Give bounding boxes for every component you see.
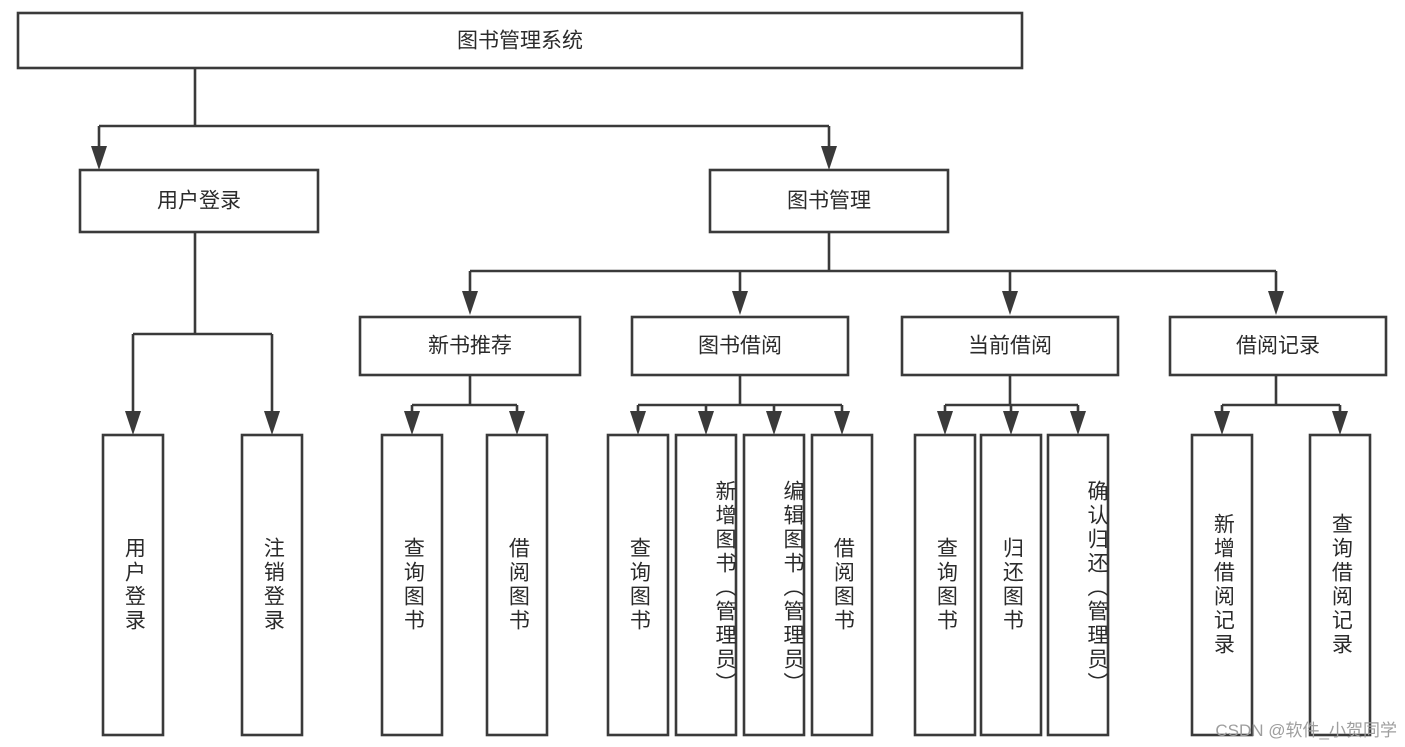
arrow-head-leaf-book-borrow-3 (766, 411, 782, 435)
node-current-borrow[interactable] (900, 315, 1120, 377)
leaf-box-book-borrow-3[interactable] (742, 433, 806, 737)
leaf-box-current-borrow-1[interactable] (913, 433, 977, 737)
connector-group-root (91, 68, 837, 170)
arrow-head-current-borrow (1002, 291, 1018, 315)
node-book-borrow-label: 图书借阅 (698, 335, 782, 358)
arrow-head-leaf-current-borrow-1 (937, 411, 953, 435)
arrow-head-leaf-book-borrow-1 (630, 411, 646, 435)
arrow-head-leaf-user-login-1 (125, 411, 141, 435)
leaf-box-current-borrow-3[interactable] (1046, 433, 1110, 737)
leaf-box-user-login-1[interactable] (101, 433, 165, 737)
node-root-book-system[interactable] (16, 11, 1024, 70)
arrow-head-leaf-book-borrow-4 (834, 411, 850, 435)
connector-group-book-manage (462, 232, 1284, 315)
node-user-login-label: 用户登录 (157, 190, 241, 213)
node-user-login[interactable] (78, 168, 320, 234)
arrow-head-book-manage (821, 146, 837, 170)
leaf-box-new-book-2[interactable] (485, 433, 549, 737)
leaf-box-borrow-record-2[interactable] (1308, 433, 1372, 737)
leaf-box-user-login-2[interactable] (240, 433, 304, 737)
arrow-head-new-book (462, 291, 478, 315)
arrow-head-leaf-current-borrow-2 (1003, 411, 1019, 435)
arrow-head-leaf-new-book-2 (509, 411, 525, 435)
connector-group-book-borrow (630, 375, 850, 435)
leaf-box-book-borrow-1[interactable] (606, 433, 670, 737)
connector-group-user-login (125, 232, 280, 435)
arrow-head-borrow-record (1268, 291, 1284, 315)
arrow-head-leaf-new-book-1 (404, 411, 420, 435)
node-borrow-record-label: 借阅记录 (1236, 335, 1320, 358)
connector-group-new-book (404, 375, 525, 435)
arrow-head-user-login (91, 146, 107, 170)
leaf-box-borrow-record-1[interactable] (1190, 433, 1254, 737)
connector-group-current-borrow (937, 375, 1086, 435)
arrow-head-leaf-borrow-record-1 (1214, 411, 1230, 435)
leaf-box-book-borrow-2[interactable] (674, 433, 738, 737)
leaf-box-current-borrow-2[interactable] (979, 433, 1043, 737)
node-book-borrow[interactable] (630, 315, 850, 377)
leaf-box-book-borrow-4[interactable] (810, 433, 874, 737)
connector-group-borrow-record (1214, 375, 1348, 435)
arrow-head-leaf-borrow-record-2 (1332, 411, 1348, 435)
node-current-borrow-label: 当前借阅 (968, 335, 1052, 358)
node-book-manage[interactable] (708, 168, 950, 234)
arrow-head-leaf-user-login-2 (264, 411, 280, 435)
arrow-head-leaf-current-borrow-3 (1070, 411, 1086, 435)
arrow-head-book-borrow (732, 291, 748, 315)
node-new-book-recommend[interactable] (358, 315, 582, 377)
node-borrow-record[interactable] (1168, 315, 1388, 377)
node-new-book-recommend-label: 新书推荐 (428, 335, 512, 358)
arrow-head-leaf-book-borrow-2 (698, 411, 714, 435)
node-book-manage-label: 图书管理 (787, 190, 871, 213)
leaf-box-new-book-1[interactable] (380, 433, 444, 737)
node-root-label: 图书管理系统 (457, 30, 583, 53)
